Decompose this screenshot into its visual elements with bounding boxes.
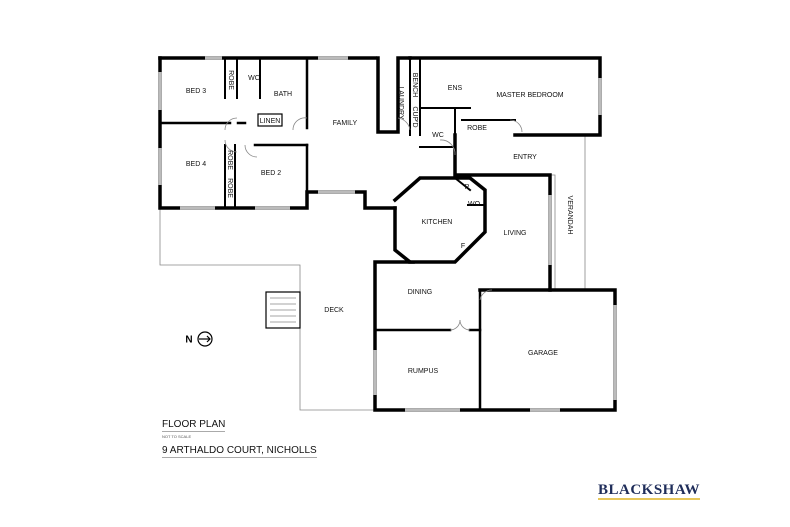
- room-family: FAMILY: [333, 120, 358, 127]
- room-cupd: CUP'D: [411, 106, 418, 127]
- room-bed4: BED 4: [186, 161, 206, 168]
- room-wo: WO: [468, 201, 481, 208]
- doors: [224, 117, 523, 331]
- room-kitchen: KITCHEN: [422, 219, 453, 226]
- room-living: LIVING: [504, 230, 527, 237]
- room-rumpus: RUMPUS: [408, 368, 439, 375]
- exterior-walls: [158, 56, 617, 412]
- room-laundry: LAUNDRY: [397, 86, 404, 120]
- deck-stairs: [265, 291, 301, 329]
- room-garage: GARAGE: [528, 350, 558, 357]
- scale-note: NOT TO SCALE: [162, 434, 192, 439]
- room-robe: ROBE: [467, 125, 487, 132]
- room-master-bedroom: MASTER BEDROOM: [496, 92, 563, 99]
- room-ens: ENS: [448, 85, 463, 92]
- north-arrow: N: [185, 331, 213, 347]
- room-pantry: P: [465, 184, 470, 191]
- linen-cupboard: [257, 113, 283, 127]
- blackshaw-logo: BLACKSHAW: [598, 482, 701, 500]
- room-labels: BED 3 BED 4 BED 2 ROBE ROBE ROBE WC BATH…: [186, 70, 573, 375]
- plan-title: FLOOR PLAN: [162, 419, 226, 432]
- north-label: N: [185, 335, 192, 346]
- room-verandah: VERANDAH: [566, 196, 573, 235]
- room-robe: ROBE: [226, 178, 233, 198]
- room-deck: DECK: [324, 307, 344, 314]
- room-robe: ROBE: [227, 70, 234, 90]
- room-bench: BENCH: [411, 73, 418, 98]
- room-bed3: BED 3: [186, 88, 206, 95]
- room-dining: DINING: [408, 289, 433, 296]
- room-linen: LINEN: [260, 118, 281, 125]
- room-fridge: F: [461, 243, 465, 250]
- room-bed2: BED 2: [261, 170, 281, 177]
- room-bath: BATH: [274, 91, 292, 98]
- interior-walls: [158, 56, 516, 412]
- deck-outline: [159, 208, 375, 411]
- property-address: 9 ARTHALDO COURT, NICHOLLS: [162, 445, 317, 458]
- room-entry: ENTRY: [513, 154, 537, 161]
- room-robe: ROBE: [226, 150, 233, 170]
- room-wc: WC: [432, 132, 444, 139]
- room-wc: WC: [248, 75, 260, 82]
